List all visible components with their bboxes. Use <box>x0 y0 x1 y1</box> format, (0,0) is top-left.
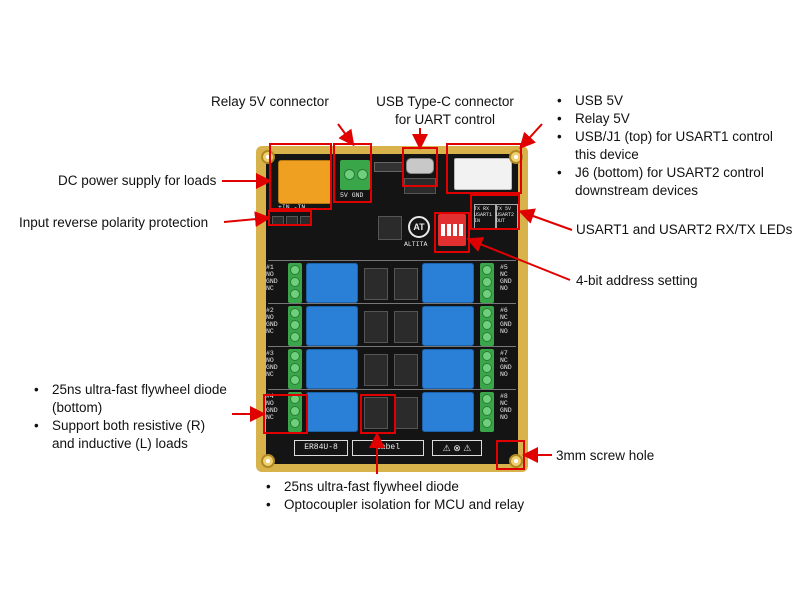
divider-4 <box>268 389 516 390</box>
usb-c-port <box>406 158 434 174</box>
relay-6 <box>422 306 474 346</box>
terminal-ch3 <box>288 349 302 389</box>
screw-hole-top-right <box>509 150 523 164</box>
usart2-silk: TX 5V USART2 OUT <box>496 206 515 224</box>
terminal-ch1 <box>288 263 302 303</box>
terminal-ch2 <box>288 306 302 346</box>
dc-power-connector <box>278 160 332 204</box>
label-box: Label <box>352 440 424 456</box>
power-silk: +IN -IN <box>278 204 306 211</box>
label-usart-leds: USART1 and USART2 RX/TX LEDs <box>576 222 793 237</box>
brand-silk: ALTITA <box>404 241 428 248</box>
relay-8 <box>422 392 474 432</box>
warning-symbols: ⚠ ⊗ ⚠ <box>432 440 482 456</box>
altita-logo: AT <box>408 216 430 238</box>
label-reverse-polarity: Input reverse polarity protection <box>19 215 209 230</box>
label-flywheel-bottom: 25ns ultra-fast flywheel diode Optocoupl… <box>262 478 524 514</box>
opto-2 <box>394 268 418 300</box>
opto-3 <box>364 311 388 343</box>
jst-connector <box>454 158 512 190</box>
box-jst <box>446 143 522 194</box>
divider-1 <box>268 260 516 261</box>
arrow-dip <box>466 237 571 281</box>
relay-5v-connector <box>340 160 370 190</box>
opto-6 <box>394 354 418 386</box>
opto-4 <box>394 311 418 343</box>
divider-2 <box>268 303 516 304</box>
model-box: ER84U-8 <box>294 440 348 456</box>
terminal-ch4 <box>288 392 302 432</box>
arrow-polarity <box>223 211 271 228</box>
relay-5v-silk: 5V GND <box>340 192 364 199</box>
screw-hole-bottom-left <box>261 454 275 468</box>
relay-4 <box>306 392 358 432</box>
mcu-chip <box>378 216 402 240</box>
relay-board: +IN -IN 5V GND AT ALTITA TX RX USART1 IN… <box>256 146 528 472</box>
box-dip <box>434 212 470 253</box>
relay-5 <box>422 263 474 303</box>
screw-hole-top-left <box>261 150 275 164</box>
label-usb-list: USB 5V Relay 5V USB/J1 (top) for USART1 … <box>553 92 793 200</box>
label-relay-5v-connector: Relay 5V connector <box>211 94 329 109</box>
label-screw-hole: 3mm screw hole <box>556 448 655 463</box>
arrow-usb-list <box>519 123 543 149</box>
label-flywheel-left: 25ns ultra-fast flywheel diode (bottom) … <box>30 381 230 453</box>
usart1-silk: TX RX USART1 IN <box>474 206 493 224</box>
label-dc-power: DC power supply for loads <box>58 173 217 188</box>
opto-5 <box>364 354 388 386</box>
opto-1 <box>364 268 388 300</box>
relay-2 <box>306 306 358 346</box>
opto-7 <box>364 397 388 429</box>
label-usb-c: USB Type-C connector for UART control <box>376 94 514 127</box>
relay-3 <box>306 349 358 389</box>
terminal-ch8 <box>480 392 494 432</box>
terminal-ch5 <box>480 263 494 303</box>
relay-7 <box>422 349 474 389</box>
address-dip-switch <box>438 214 466 246</box>
terminal-ch7 <box>480 349 494 389</box>
arrow-usart-leds <box>518 208 573 231</box>
divider-3 <box>268 346 516 347</box>
terminal-ch6 <box>480 306 494 346</box>
arrow-relay-5v <box>337 123 355 147</box>
label-address: 4-bit address setting <box>576 273 698 288</box>
relay-1 <box>306 263 358 303</box>
